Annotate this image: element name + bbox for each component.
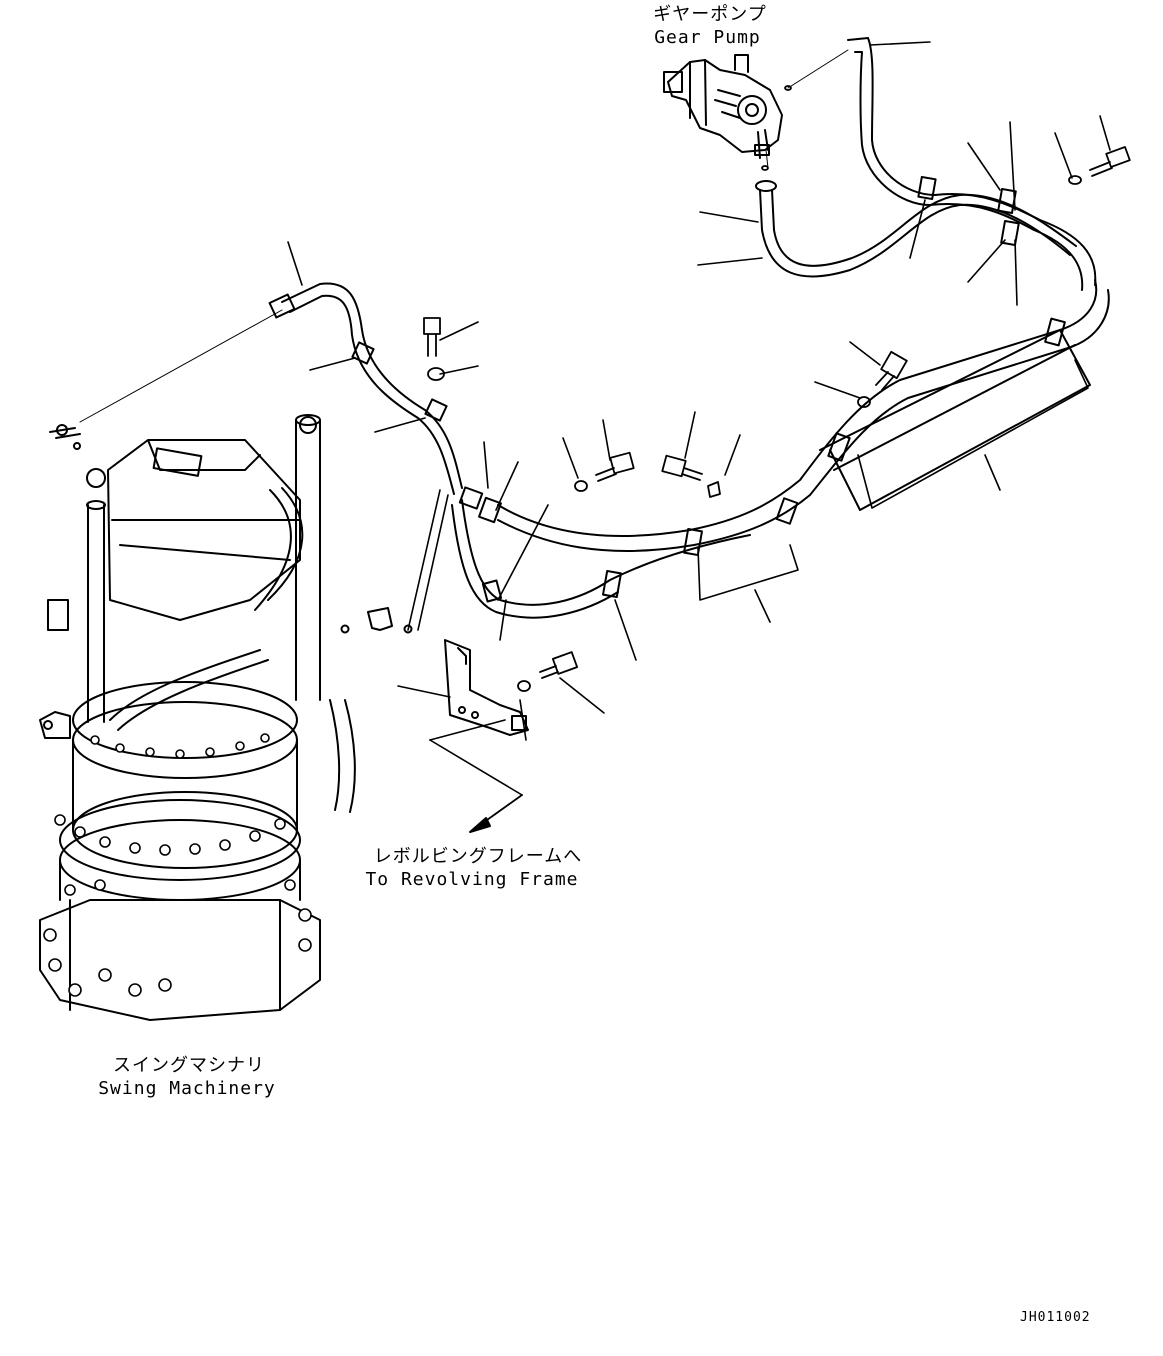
gear-pump-label-jp: ギヤーポンプ <box>653 4 767 25</box>
swing-machinery-drawing <box>39 414 356 1021</box>
revolving-frame-label-jp: レボルビングフレームへ <box>373 846 583 867</box>
leader-lines <box>79 41 1111 796</box>
revolving-frame-label-en: To Revolving Frame <box>365 869 579 890</box>
arrow-to-revolving-frame <box>469 794 523 833</box>
mounting-bracket <box>444 639 529 736</box>
swing-machinery-label-en: Swing Machinery <box>98 1078 276 1099</box>
swing-machinery-label-jp: スイングマシナリ <box>113 1055 265 1076</box>
bolts-and-washers <box>423 85 1131 692</box>
gear-pump-label-en: Gear Pump <box>654 27 761 48</box>
elbow-fitting <box>340 607 413 634</box>
hose-assembly <box>268 37 1110 619</box>
gear-pump-drawing <box>663 54 783 159</box>
drawing-code: JH011002 <box>1020 1310 1091 1325</box>
